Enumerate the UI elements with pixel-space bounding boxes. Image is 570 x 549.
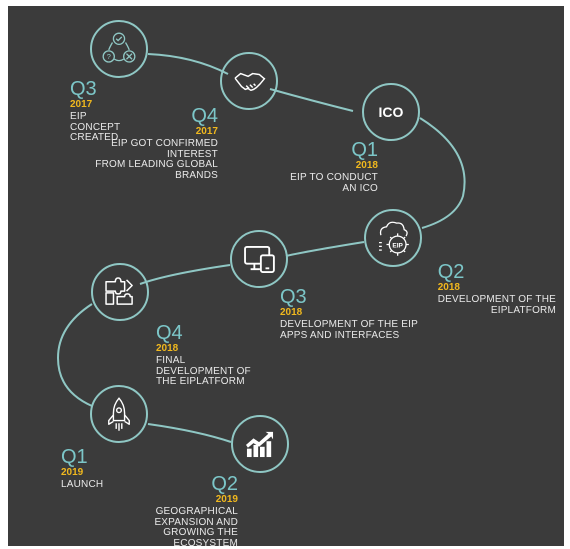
milestone-q4-2018: Q4 2018 FINAL DEVELOPMENT OF THE EIPLATF… [156, 323, 251, 388]
milestone-q1-2019: Q1 2019 LAUNCH [61, 447, 103, 491]
milestone-year: 2018 [156, 343, 179, 354]
growth-chart-icon [231, 415, 289, 473]
roadmap-path [56, 53, 466, 443]
milestone-description: DEVELOPMENT OF THE EIP APPS AND INTERFAC… [280, 319, 418, 341]
milestone-q2-2019: Q2 2019 GEOGRAPHICAL EXPANSION AND GROWI… [154, 474, 238, 546]
milestone-quarter: Q4 [191, 105, 218, 127]
milestone-q3-2018: Q3 2018 DEVELOPMENT OF THE EIP APPS AND … [280, 287, 418, 341]
milestone-year: 2018 [355, 160, 378, 171]
ico-badge-text: ICO [378, 104, 404, 120]
milestone-year: 2017 [195, 126, 218, 137]
milestone-q3-2017: Q3 2017 EIP CONCEPT CREATED [70, 79, 120, 144]
svg-text:?: ? [107, 52, 111, 61]
milestone-year: 2018 [280, 307, 303, 318]
milestone-q2-2018: Q2 2018 DEVELOPMENT OF THE EIPLATFORM [438, 262, 556, 316]
milestone-year: 2018 [437, 282, 460, 293]
milestone-description: EIP TO CONDUCT AN ICO [290, 172, 378, 194]
milestone-quarter: Q3 [280, 286, 307, 308]
puzzle-icon [91, 263, 149, 321]
milestone-year: 2019 [61, 467, 84, 478]
rocket-icon [90, 385, 148, 443]
cloud-gear-label: EIP [392, 242, 403, 249]
milestone-description: EIP CONCEPT CREATED [70, 111, 121, 143]
milestone-description: GEOGRAPHICAL EXPANSION AND GROWING THE E… [154, 506, 238, 546]
milestone-description: LAUNCH [61, 479, 104, 490]
milestone-quarter: Q1 [61, 446, 88, 468]
milestone-quarter: Q2 [437, 261, 465, 283]
milestone-year: 2019 [215, 494, 238, 505]
ico-badge: ICO [362, 83, 420, 141]
devices-icon [230, 230, 288, 288]
milestone-q4-2017: Q4 2017 EIP GOT CONFIRMED INTEREST FROM … [95, 106, 218, 181]
cloud-gear-icon: EIP [364, 209, 422, 267]
handshake-icon [220, 52, 278, 110]
milestone-quarter: Q2 [211, 473, 238, 495]
milestone-year: 2017 [70, 99, 93, 110]
milestone-quarter: Q4 [156, 322, 183, 344]
milestone-description: DEVELOPMENT OF THE EIPLATFORM [437, 294, 556, 316]
milestone-q1-2018: Q1 2018 EIP TO CONDUCT AN ICO [290, 140, 378, 194]
milestone-description: FINAL DEVELOPMENT OF THE EIPLATFORM [156, 355, 251, 387]
milestone-description: EIP GOT CONFIRMED INTEREST FROM LEADING … [95, 138, 218, 181]
milestone-quarter: Q1 [351, 139, 378, 161]
roadmap-canvas: ? ICO EIP [8, 6, 564, 546]
concept-cycle-icon: ? [90, 20, 148, 78]
milestone-quarter: Q3 [70, 78, 97, 100]
